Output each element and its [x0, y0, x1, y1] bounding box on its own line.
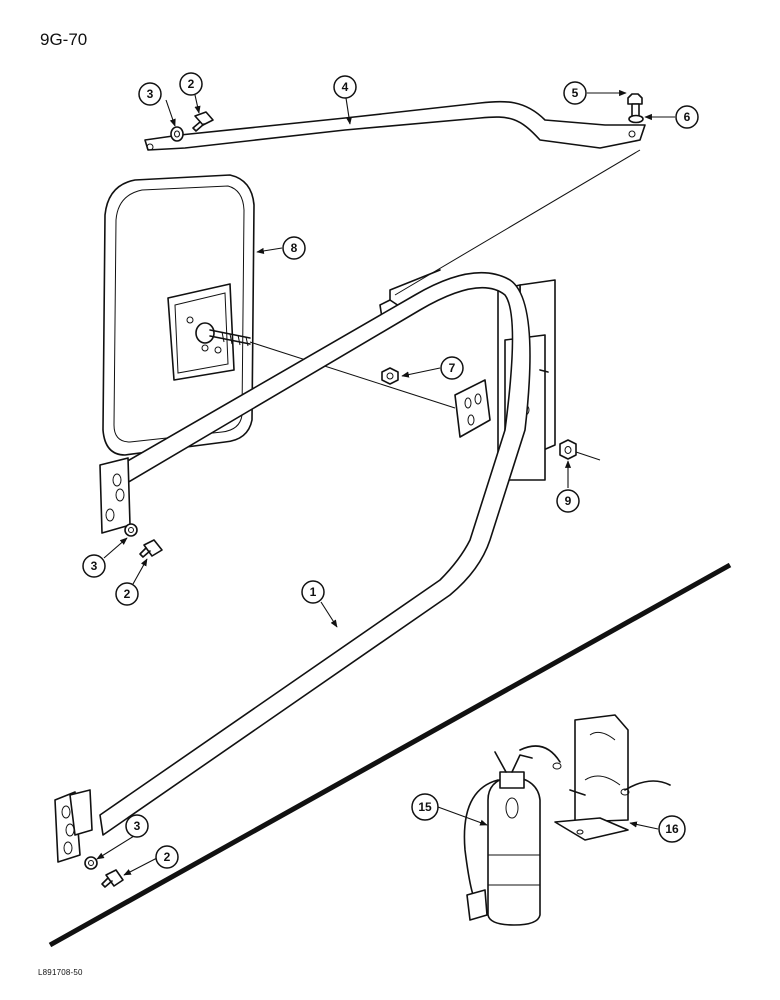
bolt-5 — [627, 93, 643, 117]
washer-3-mid — [124, 523, 138, 537]
washer-3-low — [84, 856, 98, 870]
nut-9 — [559, 439, 577, 460]
callout-3-mid: 3 — [82, 554, 106, 578]
floor-line — [48, 562, 732, 948]
washer-6 — [628, 114, 644, 124]
svg-text:9: 9 — [565, 494, 572, 508]
upper-brace-part — [144, 100, 646, 151]
callout-6: 6 — [675, 105, 699, 129]
small-bracket — [454, 379, 491, 438]
washer-3-top — [170, 126, 184, 142]
mirror-part — [102, 174, 255, 456]
svg-text:3: 3 — [91, 559, 98, 573]
callout-4: 4 — [333, 75, 357, 99]
fire-extinguisher-part — [463, 751, 541, 926]
svg-text:1: 1 — [310, 585, 317, 599]
svg-text:16: 16 — [665, 822, 679, 836]
lower-mount-plate — [54, 789, 93, 863]
svg-text:2: 2 — [188, 77, 195, 91]
svg-text:6: 6 — [684, 110, 691, 124]
callout-1: 1 — [301, 580, 325, 604]
svg-text:15: 15 — [418, 800, 432, 814]
callout-16: 16 — [658, 815, 686, 843]
upper-mount-plate — [99, 457, 131, 534]
svg-text:5: 5 — [572, 86, 579, 100]
svg-text:7: 7 — [449, 361, 456, 375]
callout-8: 8 — [282, 236, 306, 260]
page-number: 9G-70 — [40, 30, 88, 49]
callout-5: 5 — [563, 81, 587, 105]
svg-text:4: 4 — [342, 80, 349, 94]
callout-15: 15 — [411, 793, 439, 821]
drawing-number: L891708-50 — [38, 968, 83, 977]
callout-2-low: 2 — [155, 845, 179, 869]
mirror-arm-part — [99, 271, 531, 836]
callout-9: 9 — [556, 489, 580, 513]
svg-text:3: 3 — [134, 819, 141, 833]
nut-7 — [381, 367, 399, 385]
extinguisher-bracket-part — [519, 714, 671, 841]
callout-7: 7 — [440, 356, 464, 380]
svg-text:3: 3 — [147, 87, 154, 101]
callout-3-top: 3 — [138, 82, 162, 106]
svg-text:2: 2 — [164, 850, 171, 864]
bolt-2-top — [192, 111, 214, 132]
svg-text:8: 8 — [291, 241, 298, 255]
callout-3-low: 3 — [125, 814, 149, 838]
bolt-2-low — [101, 869, 124, 888]
bolt-2-mid — [139, 539, 163, 558]
svg-text:2: 2 — [124, 587, 131, 601]
callout-2-top: 2 — [179, 72, 203, 96]
callout-2-mid: 2 — [115, 582, 139, 606]
